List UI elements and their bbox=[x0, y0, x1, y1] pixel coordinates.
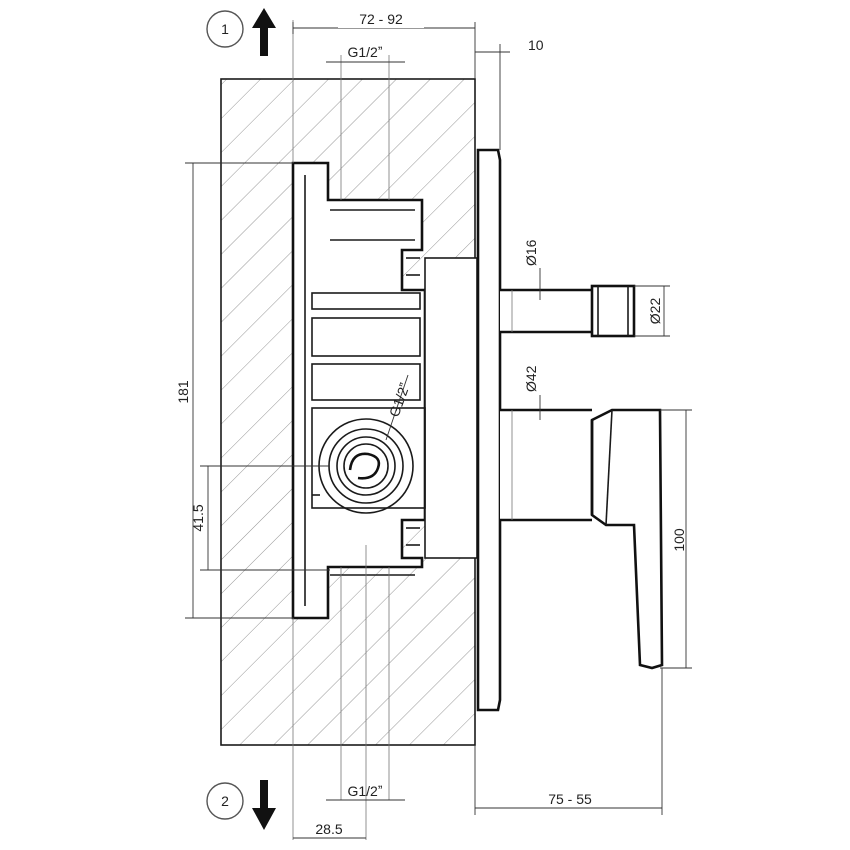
tip-diameter-label: Ø22 bbox=[647, 298, 663, 325]
dim-thread-top: G1/2ˮ bbox=[326, 44, 405, 63]
pipe-diameter-label: Ø16 bbox=[523, 239, 539, 266]
wall-plate bbox=[476, 148, 502, 712]
dim-tip-diameter: Ø22 bbox=[634, 285, 670, 337]
outlet-pipe bbox=[500, 284, 636, 338]
thread-top-label: G1/2ˮ bbox=[347, 44, 382, 60]
total-height-label: 181 bbox=[175, 380, 191, 404]
dim-bottom-offset: 28.5 bbox=[293, 821, 366, 839]
centre-lines bbox=[292, 20, 390, 840]
bottom-offset-label: 28.5 bbox=[315, 821, 342, 837]
flow-marker-2: 2 bbox=[206, 780, 276, 830]
thread-bottom-label: G1/2ˮ bbox=[347, 783, 382, 799]
body-diameter-label: Ø42 bbox=[523, 365, 539, 392]
dim-wall-depth: 72 - 92 bbox=[292, 10, 476, 79]
projection-label: 75 - 55 bbox=[548, 791, 592, 807]
dim-lever-height: 100 bbox=[660, 409, 692, 669]
arrow-down-icon bbox=[252, 780, 276, 830]
dim-inlet-height: 41.5 bbox=[190, 465, 330, 571]
dim-plate-offset: 10 bbox=[475, 37, 544, 150]
concealed-valve-box bbox=[291, 161, 478, 620]
wall-depth-label: 72 - 92 bbox=[359, 11, 403, 27]
plate-offset-label: 10 bbox=[528, 37, 544, 53]
dim-pipe-diameter: Ø16 bbox=[523, 239, 541, 300]
flow-marker-2-number: 2 bbox=[221, 793, 229, 809]
lever-height-label: 100 bbox=[671, 528, 687, 552]
arrow-up-icon bbox=[252, 8, 276, 56]
dim-projection: 75 - 55 bbox=[474, 668, 663, 815]
inlet-height-label: 41.5 bbox=[190, 504, 206, 531]
dim-thread-bottom: G1/2ˮ bbox=[326, 783, 405, 801]
flow-marker-1-number: 1 bbox=[221, 21, 229, 37]
dim-body-diameter: Ø42 bbox=[523, 365, 541, 420]
mixer-body bbox=[500, 408, 664, 670]
dim-total-height: 181 bbox=[175, 162, 293, 619]
flow-marker-1: 1 bbox=[206, 8, 276, 56]
